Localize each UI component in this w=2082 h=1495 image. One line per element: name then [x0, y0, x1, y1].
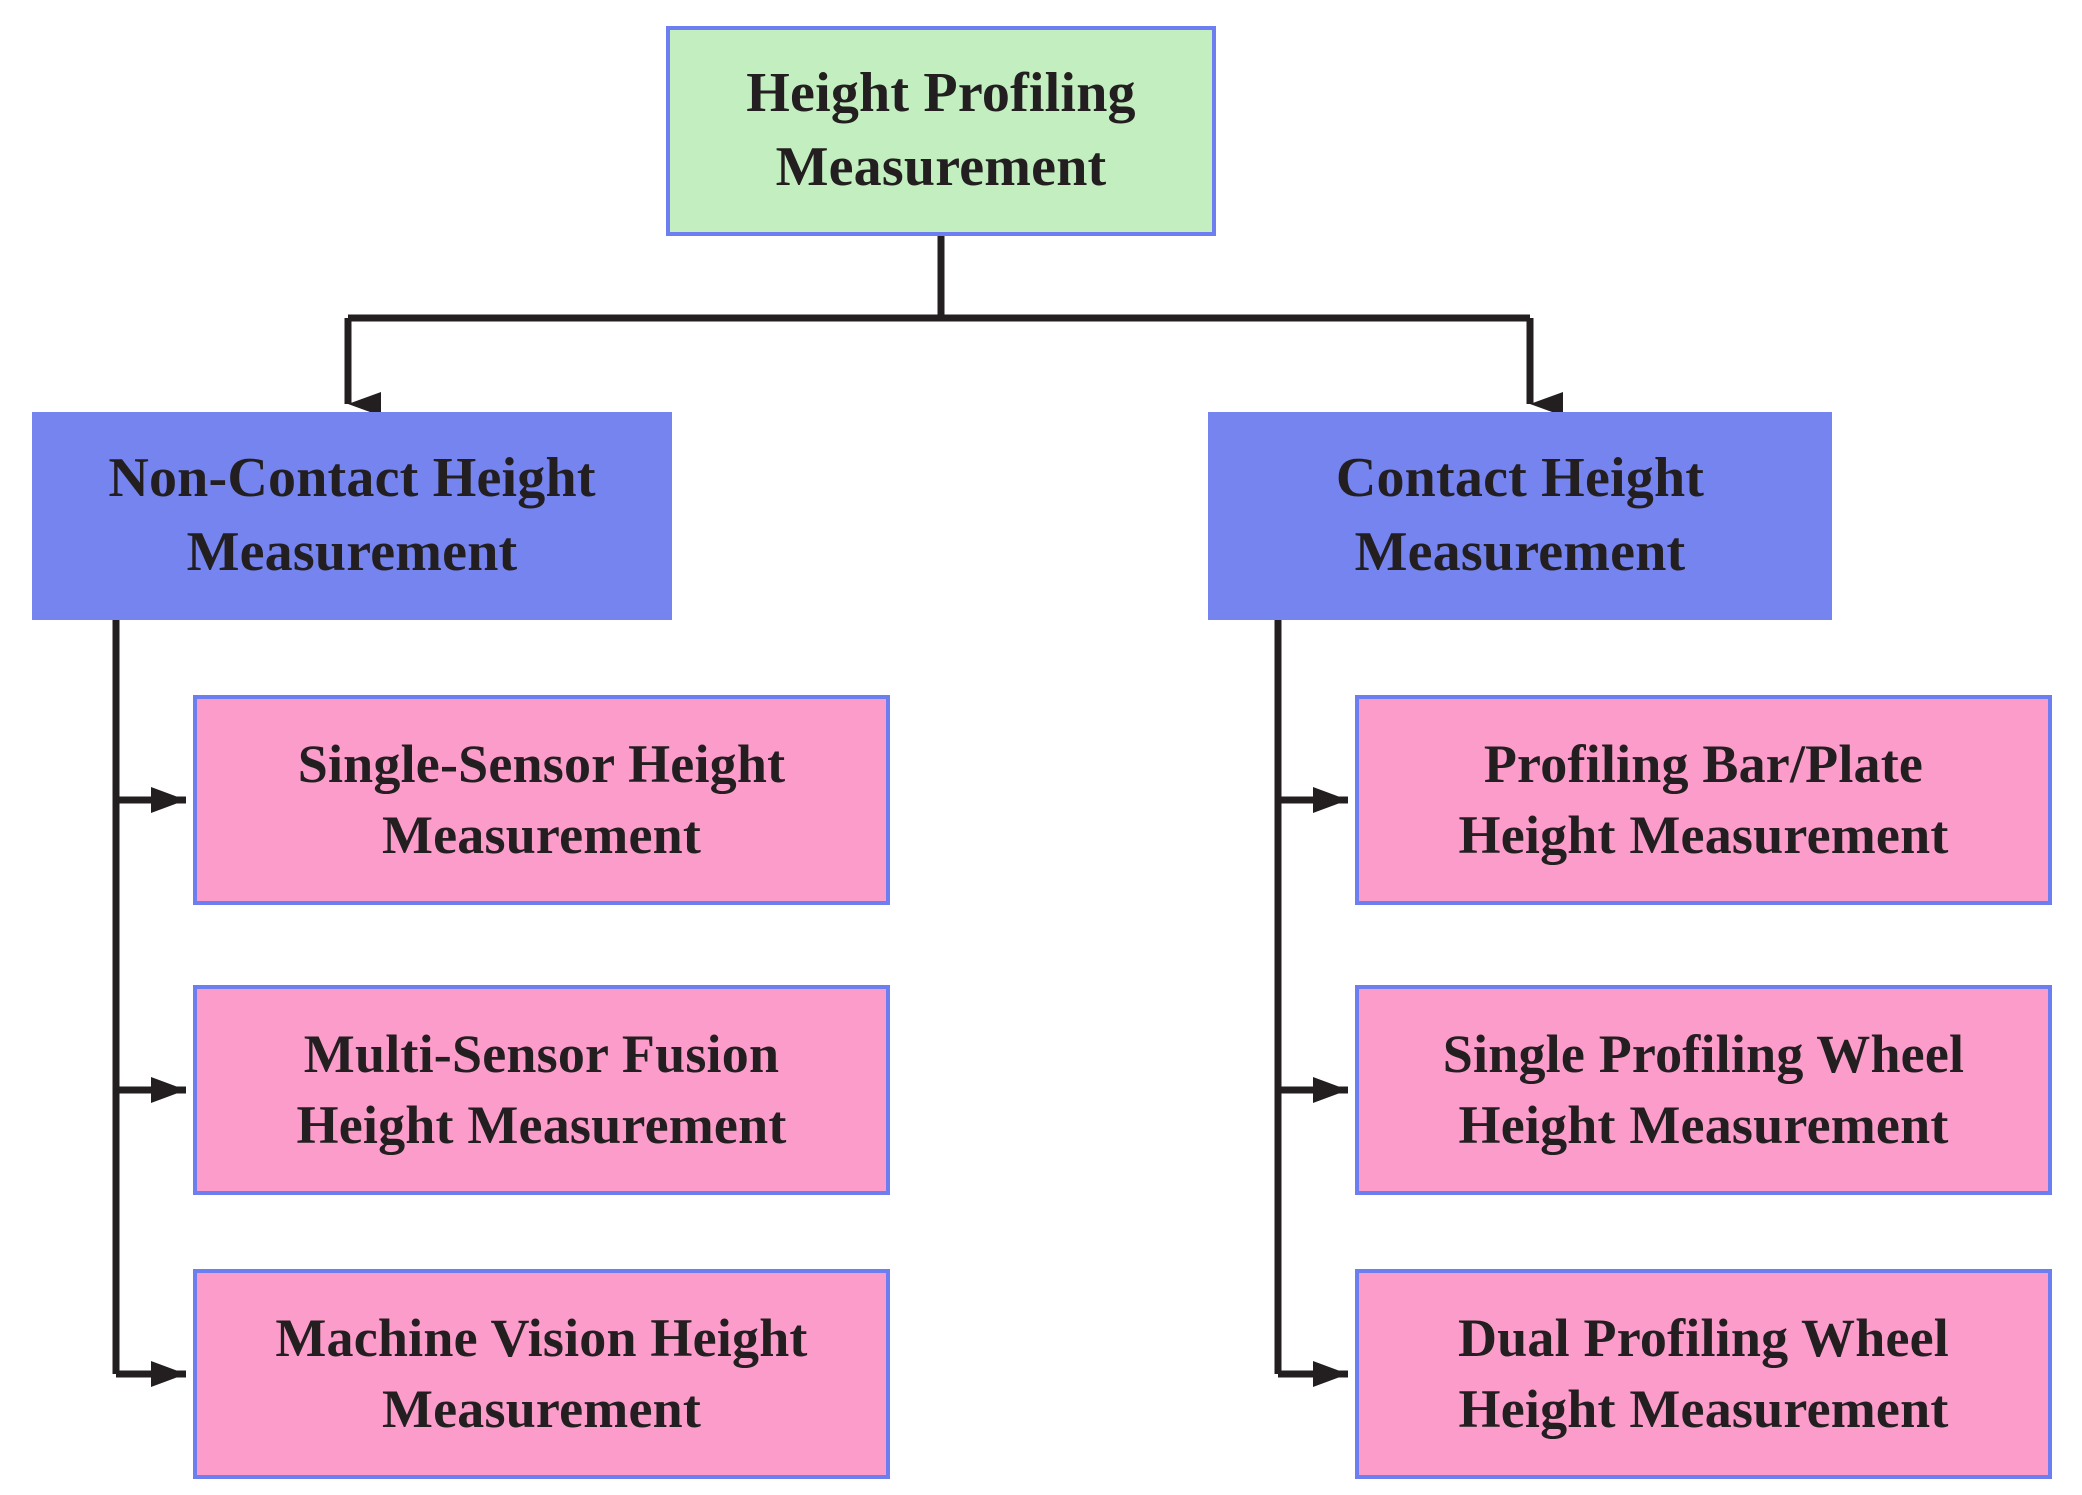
node-branch-non-contact-label: Non-Contact Height Measurement	[108, 447, 596, 583]
node-leaf-profiling-bar-plate-height-measurement[interactable]: Profiling Bar/Plate Height Measurement	[1355, 695, 2052, 905]
edge-root-to-bus	[348, 236, 1530, 322]
node-branch-non-contact-height-measurement[interactable]: Non-Contact Height Measurement	[32, 412, 672, 620]
node-leaf-multi-sensor-fusion-height-measurement[interactable]: Multi-Sensor Fusion Height Measurement	[193, 985, 890, 1195]
node-leaf-single-profiling-wheel-label: Single Profiling Wheel Height Measuremen…	[1442, 1023, 1965, 1155]
node-branch-contact-height-measurement[interactable]: Contact Height Measurement	[1208, 412, 1832, 620]
node-leaf-single-sensor-height-measurement[interactable]: Single-Sensor Height Measurement	[193, 695, 890, 905]
node-leaf-single-profiling-wheel-height-measurement[interactable]: Single Profiling Wheel Height Measuremen…	[1355, 985, 2052, 1195]
edge-non-contact-trunk	[112, 620, 186, 1387]
node-root-label: Height Profiling Measurement	[746, 62, 1136, 198]
node-root-height-profiling-measurement[interactable]: Height Profiling Measurement	[666, 26, 1216, 236]
node-leaf-dual-profiling-wheel-label: Dual Profiling Wheel Height Measurement	[1457, 1307, 1950, 1439]
node-leaf-dual-profiling-wheel-height-measurement[interactable]: Dual Profiling Wheel Height Measurement	[1355, 1269, 2052, 1479]
edge-contact-trunk	[1274, 620, 1348, 1387]
node-leaf-single-sensor-label: Single-Sensor Height Measurement	[297, 733, 786, 865]
node-leaf-machine-vision-height-measurement[interactable]: Machine Vision Height Measurement	[193, 1269, 890, 1479]
node-leaf-multi-sensor-fusion-label: Multi-Sensor Fusion Height Measurement	[296, 1023, 787, 1155]
node-leaf-machine-vision-label: Machine Vision Height Measurement	[275, 1307, 808, 1439]
node-branch-contact-label: Contact Height Measurement	[1335, 447, 1705, 583]
node-leaf-profiling-bar-plate-label: Profiling Bar/Plate Height Measurement	[1458, 733, 1949, 865]
